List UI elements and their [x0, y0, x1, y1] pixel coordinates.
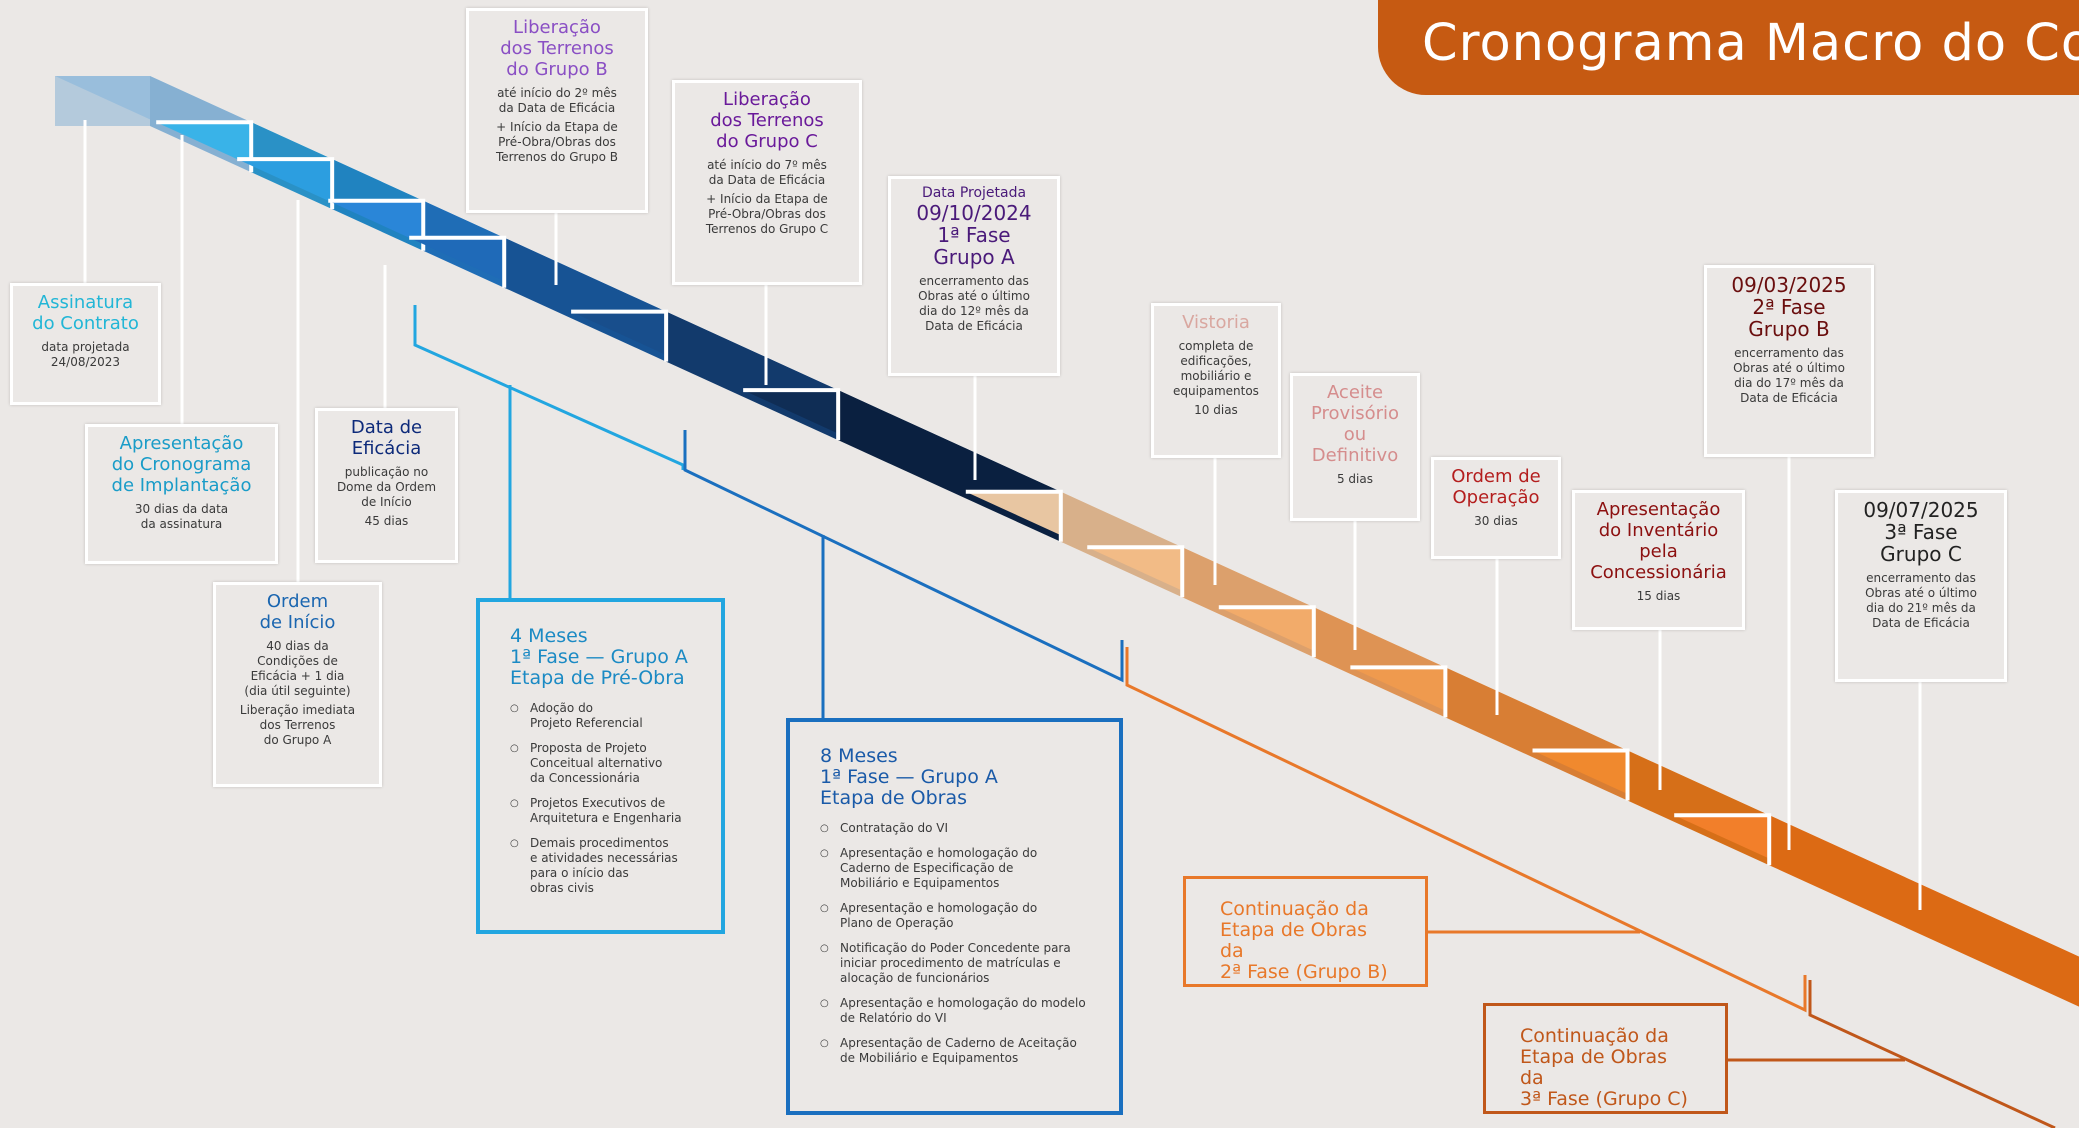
page-title: Cronograma Macro do Cont	[1422, 14, 2079, 73]
milestone-detail: encerramento das Obras até o último dia …	[1733, 346, 1845, 405]
phase-item: Projetos Executivos de Arquitetura e Eng…	[510, 796, 691, 826]
milestone-detail: até início do 2º mês da Data de Eficácia	[497, 86, 617, 115]
milestone-detail-2: + Início da Etapa de Pré-Obra/Obras dos …	[705, 192, 829, 236]
phase-pre-obra-box: 4 Meses 1ª Fase — Grupo A Etapa de Pré-O…	[476, 598, 725, 934]
milestone-detail: completa de edificações, mobiliário e eq…	[1173, 339, 1259, 398]
phase-item: Notificação do Poder Concedente para ini…	[820, 941, 1089, 986]
milestone-detail: 15 dias	[1636, 589, 1681, 603]
milestone-fase1-grupo-a: Data Projetada 09/10/2024 1ª Fase Grupo …	[888, 176, 1060, 376]
beam-divider-8	[1087, 545, 1185, 598]
milestone-title: Liberação dos Terrenos do Grupo C	[710, 89, 824, 152]
milestone-assinatura: Assinatura do Contrato data projetada 24…	[10, 283, 161, 405]
milestone-data-eficacia: Data de Eficácia publicação no Dome da O…	[315, 408, 458, 563]
milestone-detail: encerramento das Obras até o último dia …	[1865, 571, 1977, 630]
milestone-vistoria: Vistoria completa de edificações, mobili…	[1151, 303, 1281, 458]
phase-items: Contratação do VI Apresentação e homolog…	[820, 821, 1089, 1066]
beam-divider-10	[1350, 665, 1448, 718]
phase-items: Adoção do Projeto Referencial Proposta d…	[510, 701, 691, 896]
beam-divider-9	[1218, 605, 1316, 658]
beam-divider-7	[965, 489, 1063, 542]
beam-divider-6	[743, 388, 841, 441]
milestone-fase3-grupo-c: 09/07/2025 3ª Fase Grupo C encerramento …	[1835, 490, 2007, 682]
milestone-title: Liberação dos Terrenos do Grupo B	[500, 17, 614, 80]
bracket-grupo-b	[1125, 647, 1807, 1013]
phase-item: Demais procedimentos e atividades necess…	[510, 836, 691, 896]
milestone-title: Ordem de Operação	[1451, 466, 1541, 508]
milestone-title: 09/07/2025 3ª Fase Grupo C	[1863, 498, 1979, 566]
milestone-title: Apresentação do Inventário pela Concessi…	[1590, 499, 1727, 583]
milestone-detail: data projetada 24/08/2023	[41, 340, 130, 369]
milestone-detail-2: 45 dias	[364, 514, 409, 528]
title-banner: Cronograma Macro do Cont	[1378, 0, 2079, 95]
milestone-detail: 30 dias	[1474, 514, 1518, 528]
milestone-detail: publicação no Dome da Ordem de Início	[336, 465, 437, 509]
bracket-grupo-c	[1808, 980, 2056, 1128]
phase-item: Apresentação e homologação do modelo de …	[820, 996, 1089, 1026]
phase-obras-box: 8 Meses 1ª Fase — Grupo A Etapa de Obras…	[786, 718, 1123, 1115]
milestone-title: Apresentação do Cronograma de Implantaçã…	[111, 433, 252, 496]
beam-divider-12	[1674, 813, 1772, 866]
beam-divider-5	[571, 309, 669, 362]
phase-item: Apresentação e homologação do Caderno de…	[820, 846, 1089, 891]
phase-item: Proposta de Projeto Conceitual alternati…	[510, 741, 691, 786]
beam-front-face-12	[1769, 815, 2079, 1007]
beam-divider-3	[328, 198, 426, 251]
phase-heading: 4 Meses 1ª Fase — Grupo A Etapa de Pré-O…	[510, 625, 688, 689]
milestone-title: Vistoria	[1182, 312, 1250, 333]
bracket-pre-obra	[413, 305, 685, 470]
milestone-title: Assinatura do Contrato	[32, 292, 139, 334]
milestone-detail: 30 dias da data da assinatura	[134, 502, 229, 531]
beam-divider-2	[237, 157, 335, 210]
beam-divider-11	[1532, 748, 1630, 801]
milestone-detail-2: Liberação imediata dos Terrenos do Grupo…	[239, 703, 356, 747]
milestone-title: Data de Eficácia	[350, 417, 423, 459]
bracket-obras	[683, 430, 1124, 683]
phase-item: Apresentação de Caderno de Aceitação de …	[820, 1036, 1089, 1066]
beam-divider-4	[409, 235, 507, 288]
milestone-fase2-grupo-b: 09/03/2025 2ª Fase Grupo B encerramento …	[1704, 265, 1874, 457]
phase-item: Contratação do VI	[820, 821, 1089, 836]
phase-item: Apresentação e homologação do Plano de O…	[820, 901, 1089, 931]
milestone-ordem-inicio: Ordem de Início 40 dias da Condições de …	[213, 582, 382, 787]
phase-item: Adoção do Projeto Referencial	[510, 701, 691, 731]
milestone-aceite: Aceite Provisório ou Definitivo 5 dias	[1290, 373, 1420, 521]
milestone-title: Ordem de Início	[259, 591, 336, 633]
milestone-detail: 5 dias	[1336, 472, 1373, 486]
milestone-ordem-operacao: Ordem de Operação 30 dias	[1431, 457, 1561, 559]
milestone-title: 09/10/2024 1ª Fase Grupo A	[916, 201, 1032, 269]
continuacao-grupo-b-box: Continuação da Etapa de Obras da 2ª Fase…	[1183, 876, 1428, 987]
milestone-inventario: Apresentação do Inventário pela Concessi…	[1572, 490, 1745, 630]
milestone-detail: 40 dias da Condições de Eficácia + 1 dia…	[244, 639, 351, 698]
milestone-title: Aceite Provisório ou Definitivo	[1310, 382, 1399, 466]
milestone-liberacao-grupo-b: Liberação dos Terrenos do Grupo B até in…	[466, 8, 648, 213]
beam-end-cap	[55, 76, 150, 126]
milestone-detail: encerramento das Obras até o último dia …	[918, 274, 1030, 333]
beam-divider-1	[156, 120, 254, 173]
phase-heading: 8 Meses 1ª Fase — Grupo A Etapa de Obras	[820, 745, 998, 809]
milestone-title: 09/03/2025 2ª Fase Grupo B	[1731, 273, 1847, 341]
continuacao-grupo-c-box: Continuação da Etapa de Obras da 3ª Fase…	[1483, 1003, 1728, 1114]
milestone-detail-2: 10 dias	[1194, 403, 1238, 417]
milestone-detail: até início do 7º mês da Data de Eficácia	[707, 158, 827, 187]
milestone-detail-2: + Início da Etapa de Pré-Obra/Obras dos …	[495, 120, 619, 164]
milestone-prefix: Data Projetada	[921, 185, 1027, 201]
milestone-liberacao-grupo-c: Liberação dos Terrenos do Grupo C até in…	[672, 80, 862, 285]
milestone-apresentacao-cronograma: Apresentação do Cronograma de Implantaçã…	[85, 424, 278, 564]
